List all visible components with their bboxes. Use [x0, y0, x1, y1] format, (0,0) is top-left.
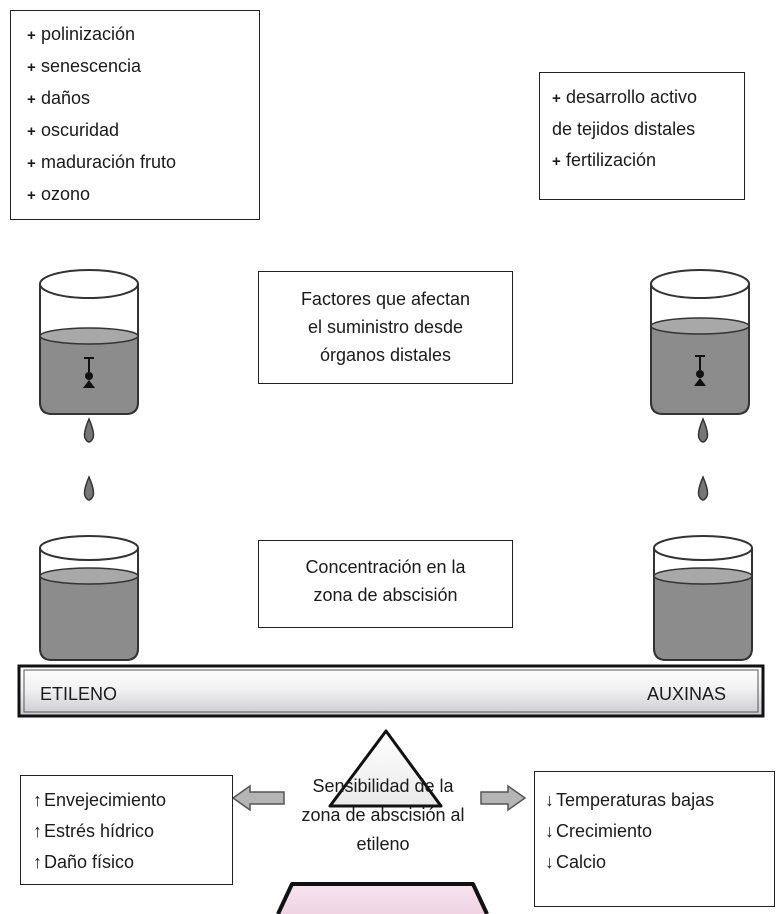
left-arrow-icon [231, 784, 285, 812]
list-item-label: daños [41, 88, 91, 108]
upper-right-reservoir [650, 269, 750, 415]
list-item-label: polinización [41, 24, 136, 44]
drop-icon [83, 475, 95, 501]
box-line: Concentración en la [305, 557, 466, 577]
list-item: + daños [27, 83, 259, 115]
list-item: + oscuridad [27, 115, 259, 147]
box-line: zona de abscisión [313, 585, 458, 605]
list-item: + maduración fruto [27, 147, 259, 179]
down-arrow-icon: ↓ [545, 852, 554, 872]
fulcrum-triangle [328, 729, 443, 808]
drop-icon [697, 417, 709, 443]
list-item: ↑Envejecimiento [33, 785, 232, 816]
list-item-label: fertilización [566, 150, 657, 170]
box-line: etileno [356, 834, 410, 854]
plus-icon: + [27, 59, 36, 76]
list-item-label: desarrollo activo [566, 87, 698, 107]
down-arrow-icon: ↓ [545, 821, 554, 841]
plus-icon: + [27, 91, 36, 108]
plus-icon: + [27, 27, 36, 44]
supply-factors-box: Factores que afectan el suministro desde… [258, 271, 513, 384]
sensitivity-label: Sensibilidad de la zona de abscisión al … [288, 770, 478, 859]
list-item-label: ozono [41, 184, 91, 204]
list-item: ↓Crecimiento [545, 816, 774, 847]
list-item: + senescencia [27, 51, 259, 83]
plus-icon: + [27, 155, 36, 172]
list-item-label: Daño físico [44, 852, 135, 872]
list-item: ↑Daño físico [33, 847, 232, 878]
list-item-label: senescencia [41, 56, 142, 76]
down-arrow-icon: ↓ [545, 790, 554, 810]
list-item-continuation: de tejidos distales [552, 119, 696, 139]
box-line: zona de abscisión al [301, 805, 465, 825]
up-arrow-icon: ↑ [33, 790, 42, 810]
box-line: órganos distales [319, 345, 452, 365]
right-arrow-icon [480, 784, 527, 812]
list-item-label: Envejecimiento [44, 790, 167, 810]
list-item-label: oscuridad [41, 120, 120, 140]
plus-icon: + [552, 90, 561, 107]
up-arrow-icon: ↑ [33, 852, 42, 872]
tap-valve-icon [694, 355, 706, 386]
list-item-label: Calcio [556, 852, 607, 872]
list-item-label: Estrés hídrico [44, 821, 155, 841]
drop-icon [83, 417, 95, 443]
concentration-box: Concentración en la zona de abscisión [258, 540, 513, 628]
list-item-label: Temperaturas bajas [556, 790, 715, 810]
auxin-factors-box: + desarrollo activo de tejidos distales +… [539, 72, 745, 200]
ethylene-factors-list: + polinización + senescencia + daños + oscur… [27, 19, 259, 211]
plus-icon: + [27, 187, 36, 204]
box-line: Sensibilidad de la [312, 776, 454, 796]
ethylene-factors-box: + polinización + senescencia + daños + oscur… [10, 10, 260, 220]
lower-right-reservoir [653, 535, 753, 661]
up-arrow-icon: ↑ [33, 821, 42, 841]
drop-icon [697, 475, 709, 501]
upper-left-reservoir [39, 269, 139, 415]
list-item: + desarrollo activo [552, 82, 744, 114]
box-line: Factores que afectan [300, 289, 471, 309]
list-item: ↓Temperaturas bajas [545, 785, 774, 816]
list-item: + ozono [27, 179, 259, 211]
tap-valve-icon [83, 357, 95, 388]
lower-left-reservoir [39, 535, 139, 661]
ethylene-label: ETILENO [40, 684, 118, 704]
auxin-label: AUXINAS [647, 684, 727, 704]
balance-beam [17, 664, 765, 718]
plus-icon: + [552, 153, 561, 170]
list-item: ↑Estrés hídrico [33, 816, 232, 847]
decrease-sensitivity-box: ↓Temperaturas bajas ↓Crecimiento ↓Calcio [534, 771, 775, 907]
increase-sensitivity-box: ↑Envejecimiento ↑Estrés hídrico ↑Daño fí… [20, 775, 233, 885]
plus-icon: + [27, 123, 36, 140]
box-line: el suministro desde [307, 317, 464, 337]
list-item: + fertilización [552, 145, 744, 177]
pedestal-base [276, 882, 489, 914]
list-item-label: Crecimiento [556, 821, 653, 841]
list-item-label: maduración fruto [41, 152, 177, 172]
list-item: ↓Calcio [545, 847, 774, 878]
list-item: + polinización [27, 19, 259, 51]
